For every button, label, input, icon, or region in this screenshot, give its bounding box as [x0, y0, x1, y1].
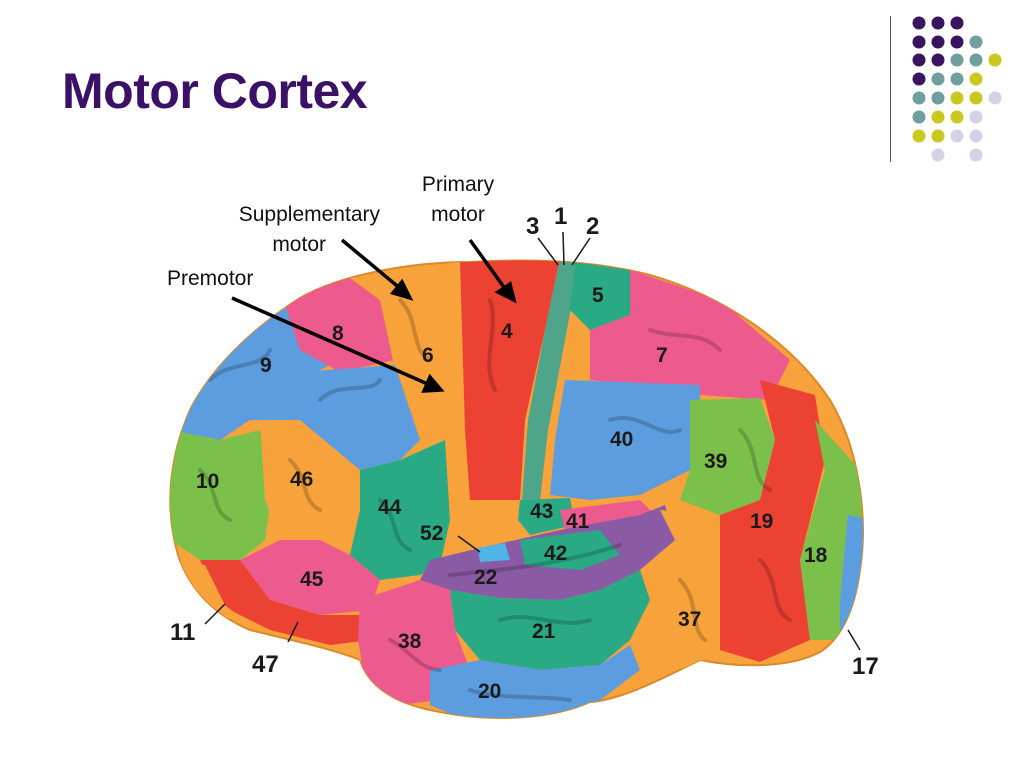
area-3-label: 3: [526, 213, 539, 240]
area-10-label: 10: [196, 470, 219, 493]
area-11-region: [170, 560, 250, 625]
area-3-1-2-strip: [522, 260, 580, 500]
area-1-leader: [562, 231, 565, 266]
primary-motor-arrowhead: [494, 281, 517, 304]
premotor-label: Premotor: [167, 267, 254, 290]
area-5-region: [570, 262, 630, 330]
supplementary-motor-line1: Supplementary: [238, 203, 380, 226]
supplementary-motor-label: Supplementary motor: [190, 200, 380, 260]
area-47-region: [200, 560, 370, 645]
area-18-label: 18: [804, 544, 828, 567]
area-9-label: 9: [260, 354, 272, 377]
area-21-label: 21: [532, 620, 556, 643]
area-17-leader: [847, 629, 861, 651]
area-8-label: 8: [332, 322, 344, 345]
primary-motor-line1: Primary: [421, 173, 495, 196]
area-3-leader: [537, 237, 559, 266]
supplementary-motor-arrow: [340, 238, 404, 292]
area-40-region: [550, 380, 700, 500]
area-8-region: [280, 278, 395, 372]
area-52-label: 52: [420, 522, 443, 545]
frontal-blue-region: [300, 365, 420, 470]
area-22-label: 22: [474, 566, 497, 589]
area-39-region: [680, 398, 775, 515]
area-11-leader: [204, 603, 226, 625]
area-45-label: 45: [300, 568, 324, 591]
area-11-label: 11: [170, 619, 195, 646]
premotor-arrow: [231, 296, 431, 387]
supplementary-motor-line2: motor: [272, 233, 326, 256]
area-6-label: 6: [422, 344, 434, 367]
area-21-region: [450, 570, 650, 670]
area-44-region: [350, 440, 450, 580]
vertical-divider: [890, 16, 891, 162]
premotor-arrowhead: [421, 373, 445, 393]
area-17-label: 17: [852, 653, 879, 680]
area-43-label: 43: [530, 500, 553, 523]
area-38-label: 38: [398, 630, 422, 653]
area-52-region: [478, 543, 510, 562]
area-20-region: [430, 645, 640, 718]
area-40-label: 40: [610, 428, 633, 451]
area-46-region: [260, 420, 360, 540]
area-4-region: [460, 260, 560, 500]
area-37-label: 37: [678, 608, 701, 631]
slide-title: Motor Cortex: [62, 63, 368, 119]
area-2-leader: [571, 237, 591, 266]
area-42-region: [520, 530, 620, 570]
area-39-label: 39: [704, 450, 727, 473]
area-52-leader: [457, 535, 481, 553]
area-2-label: 2: [586, 213, 599, 240]
supplementary-motor-arrowhead: [389, 278, 414, 301]
area-45-region: [240, 540, 380, 615]
area-19-label: 19: [750, 510, 773, 533]
area-43-region: [518, 498, 575, 535]
area-46-label: 46: [290, 468, 313, 491]
area-6-region: [350, 262, 470, 440]
area-7-region: [590, 270, 790, 400]
area-42-label: 42: [544, 542, 567, 565]
area-4-label: 4: [501, 320, 513, 343]
area-41-label: 41: [566, 510, 590, 533]
area-19-region: [720, 380, 825, 662]
primary-motor-arrow: [468, 238, 508, 292]
area-1-label: 1: [554, 203, 567, 230]
area-5-label: 5: [592, 284, 604, 307]
area-47-leader: [287, 621, 299, 643]
area-7-label: 7: [656, 344, 668, 367]
area-47-label: 47: [252, 651, 279, 678]
area-37-region: [630, 510, 720, 670]
primary-motor-line2: motor: [431, 203, 485, 226]
area-20-label: 20: [478, 680, 501, 703]
area-44-label: 44: [378, 496, 402, 519]
primary-motor-label: Primary motor: [408, 170, 508, 230]
area-10-region: [170, 430, 275, 560]
